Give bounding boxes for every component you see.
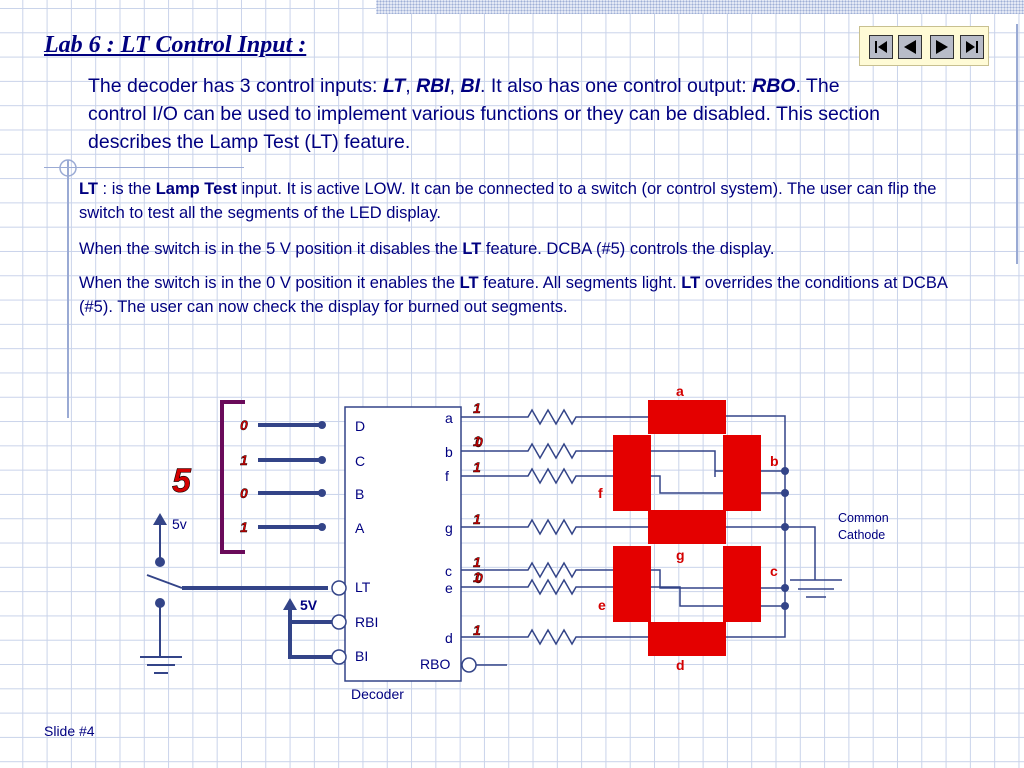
output-bit-b-under: 0 — [475, 434, 483, 450]
output-bit-f: 1 — [473, 459, 481, 475]
cathode-label: Cathode — [838, 528, 885, 542]
input-bit-b: 0 — [240, 485, 248, 501]
slide-title: Lab 6 : LT Control Input : — [44, 32, 307, 58]
lt-term: LT — [382, 75, 406, 97]
decoder-output-c: c — [445, 563, 452, 579]
first-slide-icon — [875, 41, 887, 53]
segment-label-c: c — [770, 563, 778, 579]
lt-description: LT : is the Lamp Test input. It is activ… — [79, 180, 937, 222]
decoder-input-lt: LT — [355, 579, 371, 595]
input-wire-dots — [318, 421, 326, 531]
switch-contact-bottom — [155, 598, 165, 608]
rbi-bubble — [331, 614, 347, 630]
decoder-input-a: A — [355, 520, 365, 536]
lt-bubble — [331, 580, 347, 596]
last-slide-icon — [966, 41, 978, 53]
common-cathode-dots — [781, 467, 789, 610]
decoder-output-rbo: RBO — [420, 656, 450, 672]
decoder-output-b: b — [445, 444, 453, 460]
output-bit-b: 1 — [473, 433, 481, 449]
input-bracket — [220, 400, 245, 554]
segment-label-d: d — [676, 657, 685, 673]
output-bit-a: 1 — [473, 400, 481, 416]
seven-segment-display — [613, 400, 761, 656]
intro-paragraph: The decoder has 3 control inputs: LT, RB… — [88, 75, 880, 153]
input-wires — [258, 423, 322, 529]
previous-slide-button[interactable] — [898, 35, 922, 59]
first-slide-button[interactable] — [869, 35, 893, 59]
input-bit-a: 1 — [240, 519, 248, 535]
decoder-input-rbi: RBI — [355, 614, 378, 630]
output-bit-d: 1 — [473, 622, 481, 638]
decoder-box — [344, 406, 462, 682]
decoder-input-bi: BI — [355, 648, 368, 664]
decoder-output-e: e — [445, 580, 453, 596]
decoder-output-f: f — [445, 468, 449, 484]
output-wires — [461, 408, 842, 646]
input-number: 5 — [172, 462, 192, 500]
previous-slide-icon — [904, 40, 916, 54]
switch-contact-top — [155, 557, 165, 567]
supply-label: 5v — [172, 516, 187, 532]
rbo-term: RBO — [752, 75, 796, 97]
dotted-band — [376, 0, 1024, 14]
output-bit-e: 1 — [473, 569, 481, 585]
segment-c — [723, 546, 761, 622]
output-bit-e-under: 0 — [475, 570, 483, 586]
switch-0v-description: When the switch is in the 0 V position i… — [79, 274, 947, 316]
slide-number: Slide #4 — [44, 723, 95, 739]
decor-vertical-line-right — [1016, 24, 1018, 264]
output-bit-c: 1 — [473, 554, 481, 570]
rbi-term: RBI — [416, 75, 450, 97]
decoder-output-g: g — [445, 520, 453, 536]
decor-horizontal-line — [44, 167, 244, 168]
supply-arrow-icon — [153, 513, 167, 525]
segment-a — [648, 400, 726, 434]
bi-term: BI — [460, 75, 481, 97]
rbo-bubble — [461, 657, 477, 673]
segment-g — [648, 510, 726, 544]
decor-crosshair — [59, 159, 77, 177]
bi-bubble — [331, 649, 347, 665]
bias-arrow-icon — [283, 598, 297, 610]
next-slide-icon — [936, 40, 948, 54]
bias-wires — [288, 609, 333, 659]
decoder-label: Decoder — [351, 686, 404, 702]
segment-f — [613, 435, 651, 511]
decoder-input-c: C — [355, 453, 365, 469]
decor-vertical-line — [67, 160, 69, 418]
segment-label-f: f — [598, 485, 603, 501]
decoder-input-d: D — [355, 418, 365, 434]
lt-switch — [140, 524, 328, 674]
segment-label-b: b — [770, 453, 779, 469]
input-bit-c: 1 — [240, 452, 248, 468]
segment-e — [613, 546, 651, 622]
decoder-input-b: B — [355, 486, 364, 502]
switch-5v-description: When the switch is in the 5 V position i… — [79, 240, 775, 258]
decoder-output-a: a — [445, 410, 453, 426]
segment-b — [723, 435, 761, 511]
input-bit-d: 0 — [240, 417, 248, 433]
segment-label-a: a — [676, 383, 684, 399]
segment-label-g: g — [676, 547, 685, 563]
segment-d — [648, 622, 726, 656]
next-slide-button[interactable] — [930, 35, 954, 59]
common-label: Common — [838, 511, 889, 525]
decoder-output-d: d — [445, 630, 453, 646]
slide-navigation — [859, 26, 989, 66]
bias-label: 5V — [300, 597, 318, 613]
segment-label-e: e — [598, 597, 606, 613]
last-slide-button[interactable] — [960, 35, 984, 59]
output-bit-g: 1 — [473, 511, 481, 527]
